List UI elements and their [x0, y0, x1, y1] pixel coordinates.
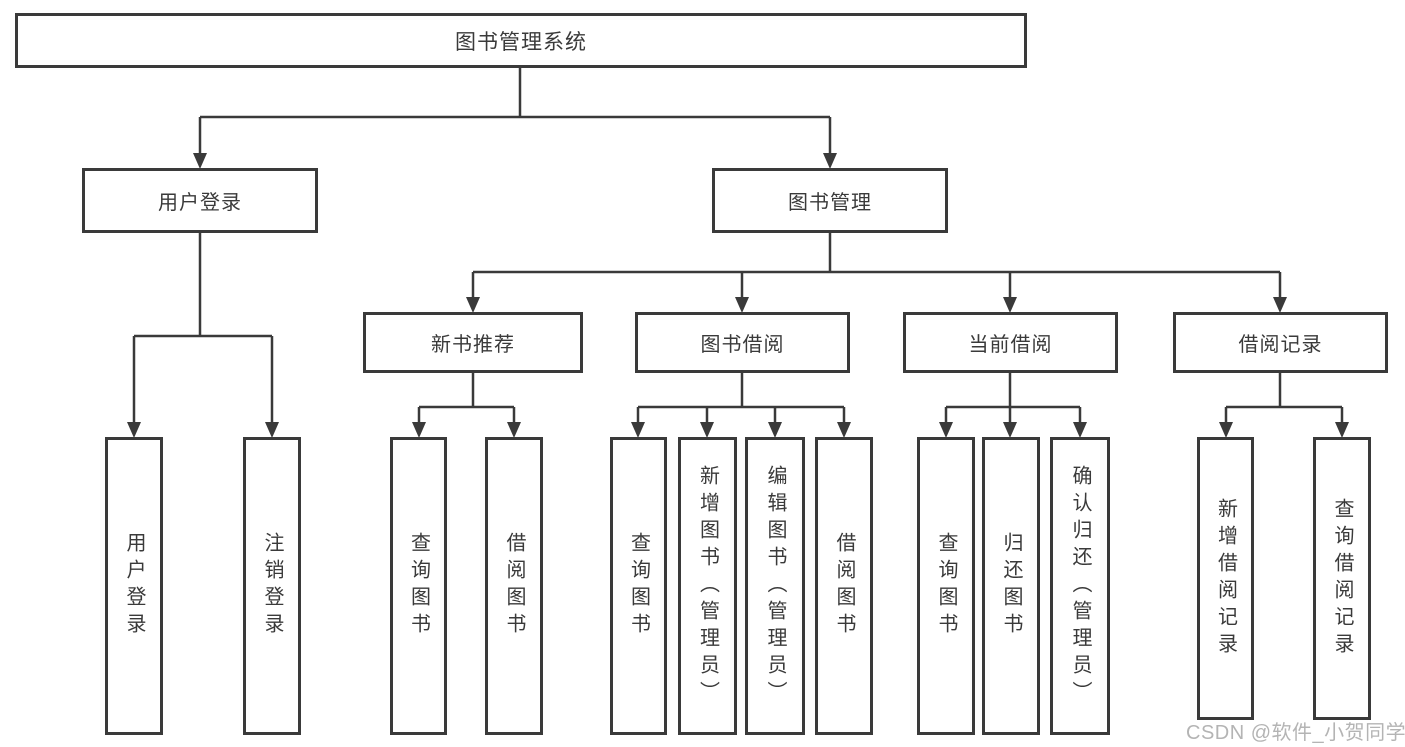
node-label: 图书管理系统: [455, 30, 587, 54]
node-label: 借阅图书: [503, 532, 525, 640]
leaf-borrow-books-recommend: 借阅图书: [485, 437, 543, 735]
node-label: 图书管理: [788, 192, 872, 214]
node-book-borrowing: 图书借阅: [635, 312, 850, 373]
node-label: 确认归还（管理员）: [1069, 464, 1091, 708]
node-label: 归还图书: [1000, 532, 1022, 640]
node-label: 编辑图书（管理员）: [764, 464, 786, 708]
node-label: 借阅记录: [1238, 334, 1323, 356]
leaf-return-books: 归还图书: [982, 437, 1040, 735]
node-label: 借阅图书: [833, 532, 855, 640]
node-borrowing-records: 借阅记录: [1173, 312, 1388, 373]
leaf-query-books-current: 查询图书: [917, 437, 975, 735]
node-label: 当前借阅: [968, 334, 1053, 356]
leaf-edit-books-admin: 编辑图书（管理员）: [745, 437, 805, 735]
node-label: 新增图书（管理员）: [696, 464, 719, 708]
leaf-user-login: 用户登录: [105, 437, 163, 735]
leaf-logout: 注销登录: [243, 437, 301, 735]
leaf-borrow-books: 借阅图书: [815, 437, 873, 735]
node-label: 新增借阅记录: [1214, 497, 1237, 660]
node-label: 查询图书: [407, 532, 430, 640]
leaf-confirm-return-admin: 确认归还（管理员）: [1050, 437, 1110, 735]
leaf-query-books-recommend: 查询图书: [390, 437, 447, 735]
leaf-query-borrow-record: 查询借阅记录: [1313, 437, 1371, 720]
node-label: 图书借阅: [700, 334, 785, 356]
node-label: 查询图书: [627, 532, 650, 640]
node-label: 注销登录: [261, 532, 283, 640]
node-label: 查询图书: [935, 532, 957, 640]
node-current-borrowing: 当前借阅: [903, 312, 1118, 373]
leaf-add-borrow-record: 新增借阅记录: [1197, 437, 1254, 720]
node-label: 用户登录: [158, 192, 242, 214]
csdn-watermark: CSDN @软件_小贺同学: [1186, 722, 1405, 744]
node-label: 新书推荐: [431, 334, 515, 356]
node-label: 查询借阅记录: [1331, 497, 1353, 660]
node-new-book-recommend: 新书推荐: [363, 312, 583, 373]
node-book-management-branch: 图书管理: [712, 168, 948, 233]
leaf-query-books-borrowing: 查询图书: [610, 437, 667, 735]
node-library-system-root: 图书管理系统: [15, 13, 1027, 68]
leaf-add-books-admin: 新增图书（管理员）: [678, 437, 737, 735]
node-user-login-branch: 用户登录: [82, 168, 318, 233]
node-label: 用户登录: [123, 532, 145, 640]
